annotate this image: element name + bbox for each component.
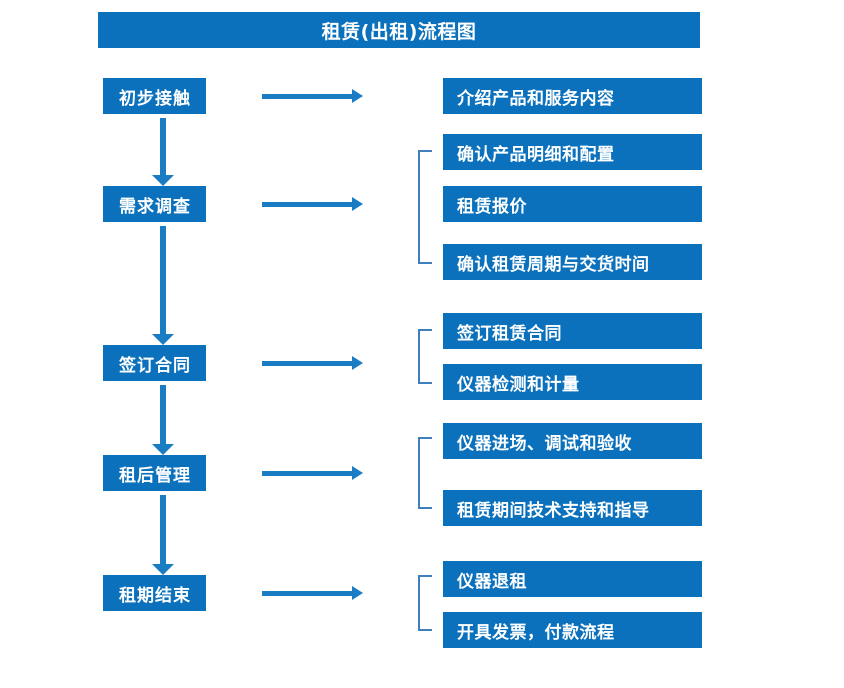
right-arrow-icon-5	[262, 586, 363, 600]
task-box-4[interactable]: 确认租赁周期与交货时间	[443, 244, 702, 280]
task-box-2[interactable]: 确认产品明细和配置	[443, 134, 702, 170]
task-box-7[interactable]: 仪器进场、调试和验收	[443, 423, 702, 459]
right-arrow-icon-1	[262, 89, 363, 103]
group-bracket-3	[418, 437, 432, 509]
right-arrow-icon-4	[262, 466, 363, 480]
page-title: 租赁(出租)流程图	[98, 12, 700, 48]
task-box-5[interactable]: 签订租赁合同	[443, 313, 702, 349]
group-bracket-1	[418, 150, 432, 264]
stage-box-3[interactable]: 签订合同	[103, 345, 206, 381]
group-bracket-2	[418, 329, 432, 384]
group-bracket-4	[418, 575, 432, 631]
right-arrow-icon-3	[262, 356, 363, 370]
stage-box-2[interactable]: 需求调查	[103, 186, 206, 222]
down-arrow-icon-1	[152, 118, 174, 186]
task-box-8[interactable]: 租赁期间技术支持和指导	[443, 490, 702, 526]
down-arrow-icon-4	[152, 495, 174, 575]
task-box-9[interactable]: 仪器退租	[443, 561, 702, 597]
task-box-3[interactable]: 租赁报价	[443, 186, 702, 222]
stage-box-1[interactable]: 初步接触	[103, 78, 206, 114]
down-arrow-icon-3	[152, 385, 174, 455]
down-arrow-icon-2	[152, 226, 174, 345]
task-box-1[interactable]: 介绍产品和服务内容	[443, 78, 702, 114]
task-box-6[interactable]: 仪器检测和计量	[443, 364, 702, 400]
task-box-10[interactable]: 开具发票，付款流程	[443, 612, 702, 648]
stage-box-4[interactable]: 租后管理	[103, 455, 206, 491]
right-arrow-icon-2	[262, 197, 363, 211]
stage-box-5[interactable]: 租期结束	[103, 575, 206, 611]
